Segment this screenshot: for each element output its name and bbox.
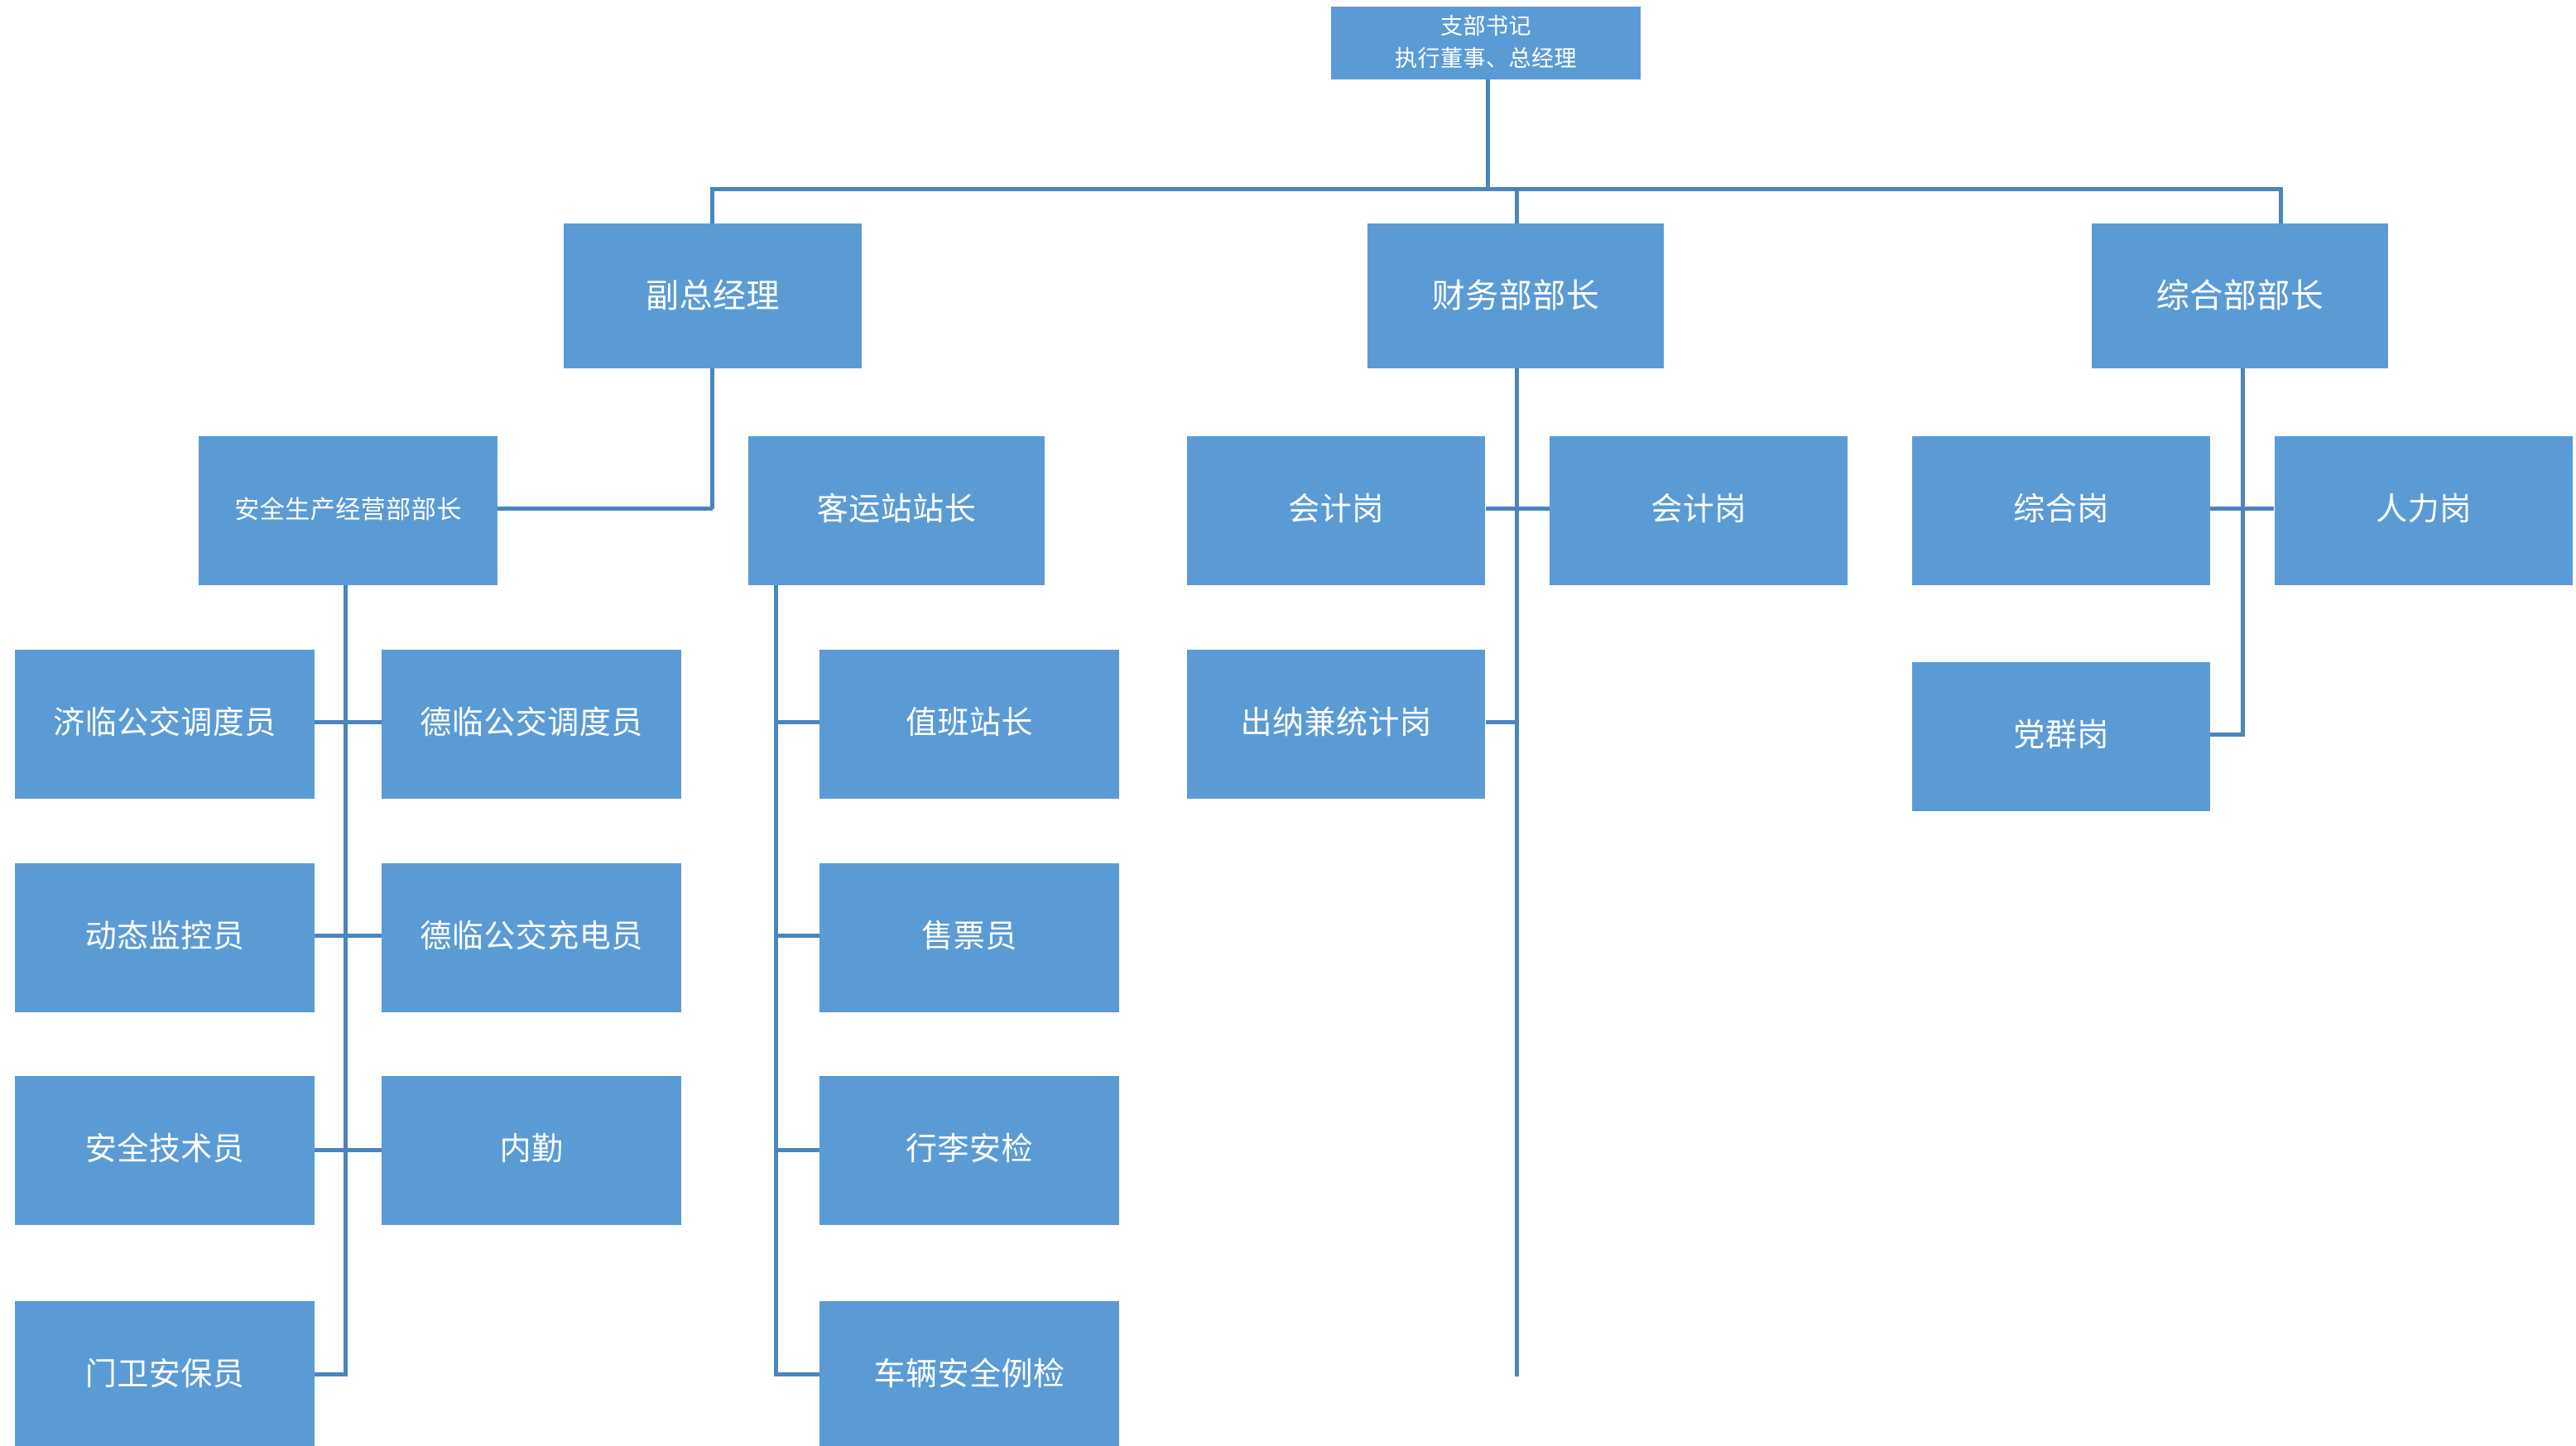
node-root-line1: 支部书记 [1440, 13, 1531, 39]
node-admin-head-label: 综合部部长 [2155, 277, 2324, 315]
connector-station-row2 [774, 934, 820, 938]
connector-station-row4 [774, 1372, 820, 1376]
node-general-post[interactable]: 综合岗 [1912, 436, 2210, 585]
connector-safety-row2-left [315, 934, 346, 938]
connector-deputy-gm-left [497, 507, 713, 511]
node-gate-guard-label: 门卫安保员 [84, 1357, 245, 1393]
node-safety-tech[interactable]: 安全技术员 [15, 1076, 315, 1225]
node-accountant-2[interactable]: 会计岗 [1550, 436, 1848, 585]
node-admin-head[interactable]: 综合部部长 [2092, 223, 2388, 368]
node-finance-head-label: 财务部部长 [1431, 277, 1600, 315]
connector-station-row3 [774, 1148, 820, 1152]
node-delin-charger[interactable]: 德临公交充电员 [382, 863, 681, 1012]
node-general-post-label: 综合岗 [2013, 492, 2109, 528]
connector-safety-row2-right [344, 934, 382, 938]
node-duty-chief-label: 值班站长 [905, 706, 1033, 742]
node-jilin-dispatch[interactable]: 济临公交调度员 [15, 650, 315, 799]
node-delin-charger-label: 德临公交充电员 [420, 920, 643, 955]
node-safety-head-label: 安全生产经营部部长 [234, 497, 462, 525]
connector-safety-row3-right [344, 1148, 382, 1152]
connector-drop-admin [2279, 187, 2283, 223]
node-accountant-1[interactable]: 会计岗 [1187, 436, 1485, 585]
connector-finance-spine [1515, 368, 1519, 1376]
node-safety-head[interactable]: 安全生产经营部部长 [199, 436, 497, 585]
node-ticket-seller[interactable]: 售票员 [819, 863, 1119, 1012]
connector-station-row1 [774, 720, 820, 724]
connector-admin-row1-right [2241, 507, 2274, 511]
node-ticket-seller-label: 售票员 [921, 920, 1017, 955]
connector-admin-row2-left [2210, 733, 2243, 737]
node-accountant-1-label: 会计岗 [1288, 492, 1384, 528]
node-dynamic-monitor[interactable]: 动态监控员 [15, 863, 315, 1012]
node-luggage-check-label: 行李安检 [905, 1132, 1033, 1168]
node-dynamic-monitor-label: 动态监控员 [84, 920, 245, 955]
node-vehicle-check-label: 车辆安全例检 [873, 1357, 1065, 1393]
connector-drop-finance [1515, 187, 1519, 223]
connector-drop-deputy-gm [710, 187, 714, 223]
node-root[interactable]: 支部书记 执行董事、总经理 [1331, 7, 1641, 79]
node-hr-post-label: 人力岗 [2376, 492, 2472, 528]
connector-safety-row1-left [315, 720, 346, 724]
node-station-head-label: 客运站站长 [816, 492, 977, 528]
connector-finance-row2-left [1486, 720, 1519, 724]
node-deputy-gm[interactable]: 副总经理 [564, 223, 862, 368]
connector-admin-row1-left [2210, 507, 2243, 511]
node-delin-dispatch[interactable]: 德临公交调度员 [382, 650, 681, 799]
node-finance-head[interactable]: 财务部部长 [1367, 223, 1664, 368]
node-gate-guard[interactable]: 门卫安保员 [15, 1301, 315, 1446]
node-root-line2: 执行董事、总经理 [1395, 46, 1577, 71]
connector-station-stem [774, 584, 778, 1376]
node-vehicle-check[interactable]: 车辆安全例检 [819, 1301, 1119, 1446]
connector-safety-row3-left [315, 1148, 346, 1152]
node-station-head[interactable]: 客运站站长 [748, 436, 1045, 585]
node-office-clerk[interactable]: 内勤 [382, 1076, 681, 1225]
node-party-post-label: 党群岗 [2013, 718, 2109, 754]
node-luggage-check[interactable]: 行李安检 [819, 1076, 1119, 1225]
connector-deputy-gm-stem [710, 368, 714, 509]
node-duty-chief[interactable]: 值班站长 [819, 650, 1119, 799]
connector-finance-row1-left [1486, 507, 1519, 511]
node-safety-tech-label: 安全技术员 [84, 1132, 245, 1168]
node-deputy-gm-label: 副总经理 [646, 277, 780, 315]
connector-safety-row4-left [315, 1372, 348, 1376]
connector-root-stem [1486, 77, 1490, 189]
node-accountant-2-label: 会计岗 [1651, 492, 1747, 528]
connector-admin-spine [2241, 368, 2245, 737]
node-cashier[interactable]: 出纳兼统计岗 [1187, 650, 1485, 799]
connector-safety-spine [344, 584, 348, 1376]
connector-safety-row1-right [344, 720, 382, 724]
node-delin-dispatch-label: 德临公交调度员 [420, 706, 643, 742]
node-office-clerk-label: 内勤 [499, 1132, 564, 1168]
connector-level1-bus [710, 187, 2283, 191]
node-party-post[interactable]: 党群岗 [1912, 662, 2210, 811]
node-hr-post[interactable]: 人力岗 [2275, 436, 2573, 585]
node-cashier-label: 出纳兼统计岗 [1240, 706, 1432, 742]
connector-finance-row1-right [1515, 507, 1550, 511]
node-jilin-dispatch-label: 济临公交调度员 [53, 706, 276, 742]
